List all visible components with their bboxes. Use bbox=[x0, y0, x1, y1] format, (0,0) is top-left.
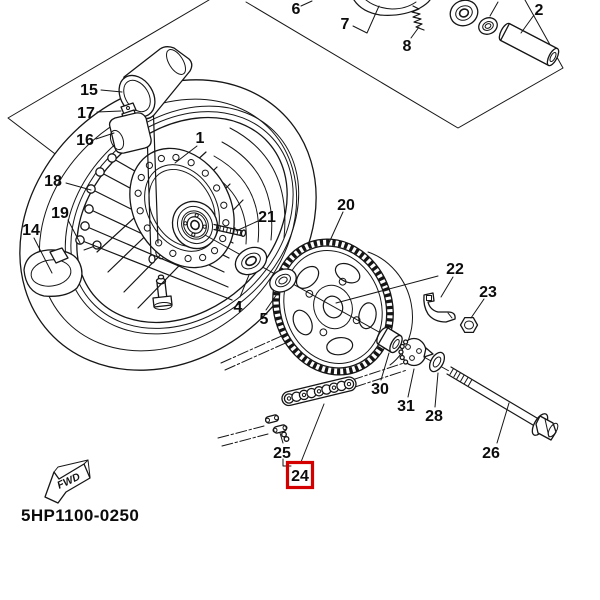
part-callout-31[interactable]: 31 bbox=[397, 398, 415, 415]
hub-center-boss bbox=[171, 200, 219, 250]
upper-subassembly bbox=[353, 0, 560, 67]
part-callout-5[interactable]: 5 bbox=[260, 311, 269, 328]
wheel-hub bbox=[129, 98, 247, 269]
chain-joint-25 bbox=[264, 414, 290, 442]
adjuster-cam-31 bbox=[398, 337, 434, 367]
part-callout-22[interactable]: 22 bbox=[446, 261, 464, 278]
part-callout-26[interactable]: 26 bbox=[482, 445, 500, 462]
part-callout-17[interactable]: 17 bbox=[77, 105, 95, 122]
part-15-cup bbox=[118, 46, 193, 120]
axle-bolt-26 bbox=[446, 366, 559, 441]
part-callout-1[interactable]: 1 bbox=[196, 130, 205, 147]
part-callout-25[interactable]: 25 bbox=[273, 445, 291, 462]
part-callout-18[interactable]: 18 bbox=[44, 173, 62, 190]
collar-30 bbox=[376, 326, 403, 354]
part-8-spring bbox=[411, 5, 425, 31]
spoke-nipple-heads bbox=[75, 153, 117, 245]
part-callout-19[interactable]: 19 bbox=[51, 205, 69, 222]
part-callout-21[interactable]: 21 bbox=[258, 209, 276, 226]
bearing-top bbox=[449, 0, 479, 27]
part-callout-2[interactable]: 2 bbox=[535, 2, 544, 19]
chain-puller-22 bbox=[423, 292, 456, 323]
part-callout-24[interactable]: 24 bbox=[291, 468, 309, 485]
part-7-plate bbox=[353, 0, 431, 16]
part-callout-8[interactable]: 8 bbox=[403, 38, 412, 55]
chain-rollers bbox=[283, 378, 355, 404]
drive-chain bbox=[217, 333, 408, 447]
highlight-box[interactable] bbox=[285, 460, 315, 490]
part-16-funnel bbox=[108, 112, 152, 154]
oil-seal-5 bbox=[269, 268, 297, 293]
washer-28 bbox=[428, 351, 446, 373]
part-callout-7[interactable]: 7 bbox=[341, 16, 350, 33]
rim-lock bbox=[49, 240, 165, 264]
part-callout-28[interactable]: 28 bbox=[425, 408, 443, 425]
sprocket bbox=[272, 238, 394, 376]
part-callout-23[interactable]: 23 bbox=[479, 284, 497, 301]
oil-seal-top bbox=[478, 17, 498, 35]
part-callout-15[interactable]: 15 bbox=[80, 82, 98, 99]
part-callout-14[interactable]: 14 bbox=[22, 222, 40, 239]
part-callouts: 6 7 8 2 15 17 16 1 18 19 14 21 20 4 5 22… bbox=[22, 1, 543, 462]
bearing-4 bbox=[234, 246, 268, 276]
part-callout-30[interactable]: 30 bbox=[371, 381, 389, 398]
axle-stud bbox=[213, 223, 247, 238]
part-callout-6[interactable]: 6 bbox=[292, 1, 301, 18]
part-callout-16[interactable]: 16 bbox=[76, 132, 94, 149]
fwd-marker: FWD bbox=[44, 459, 91, 504]
part-2-collar bbox=[498, 22, 560, 67]
diagram-code: 5HP1100-0250 bbox=[21, 506, 139, 525]
highlighted-callout[interactable]: 24 bbox=[285, 460, 315, 490]
tire-bead-section bbox=[23, 249, 83, 297]
part-callout-4[interactable]: 4 bbox=[234, 299, 243, 316]
leader-lines bbox=[33, 0, 535, 467]
brake-cam-parts bbox=[108, 46, 193, 154]
nut-23 bbox=[459, 316, 479, 334]
part-callout-20[interactable]: 20 bbox=[337, 197, 355, 214]
